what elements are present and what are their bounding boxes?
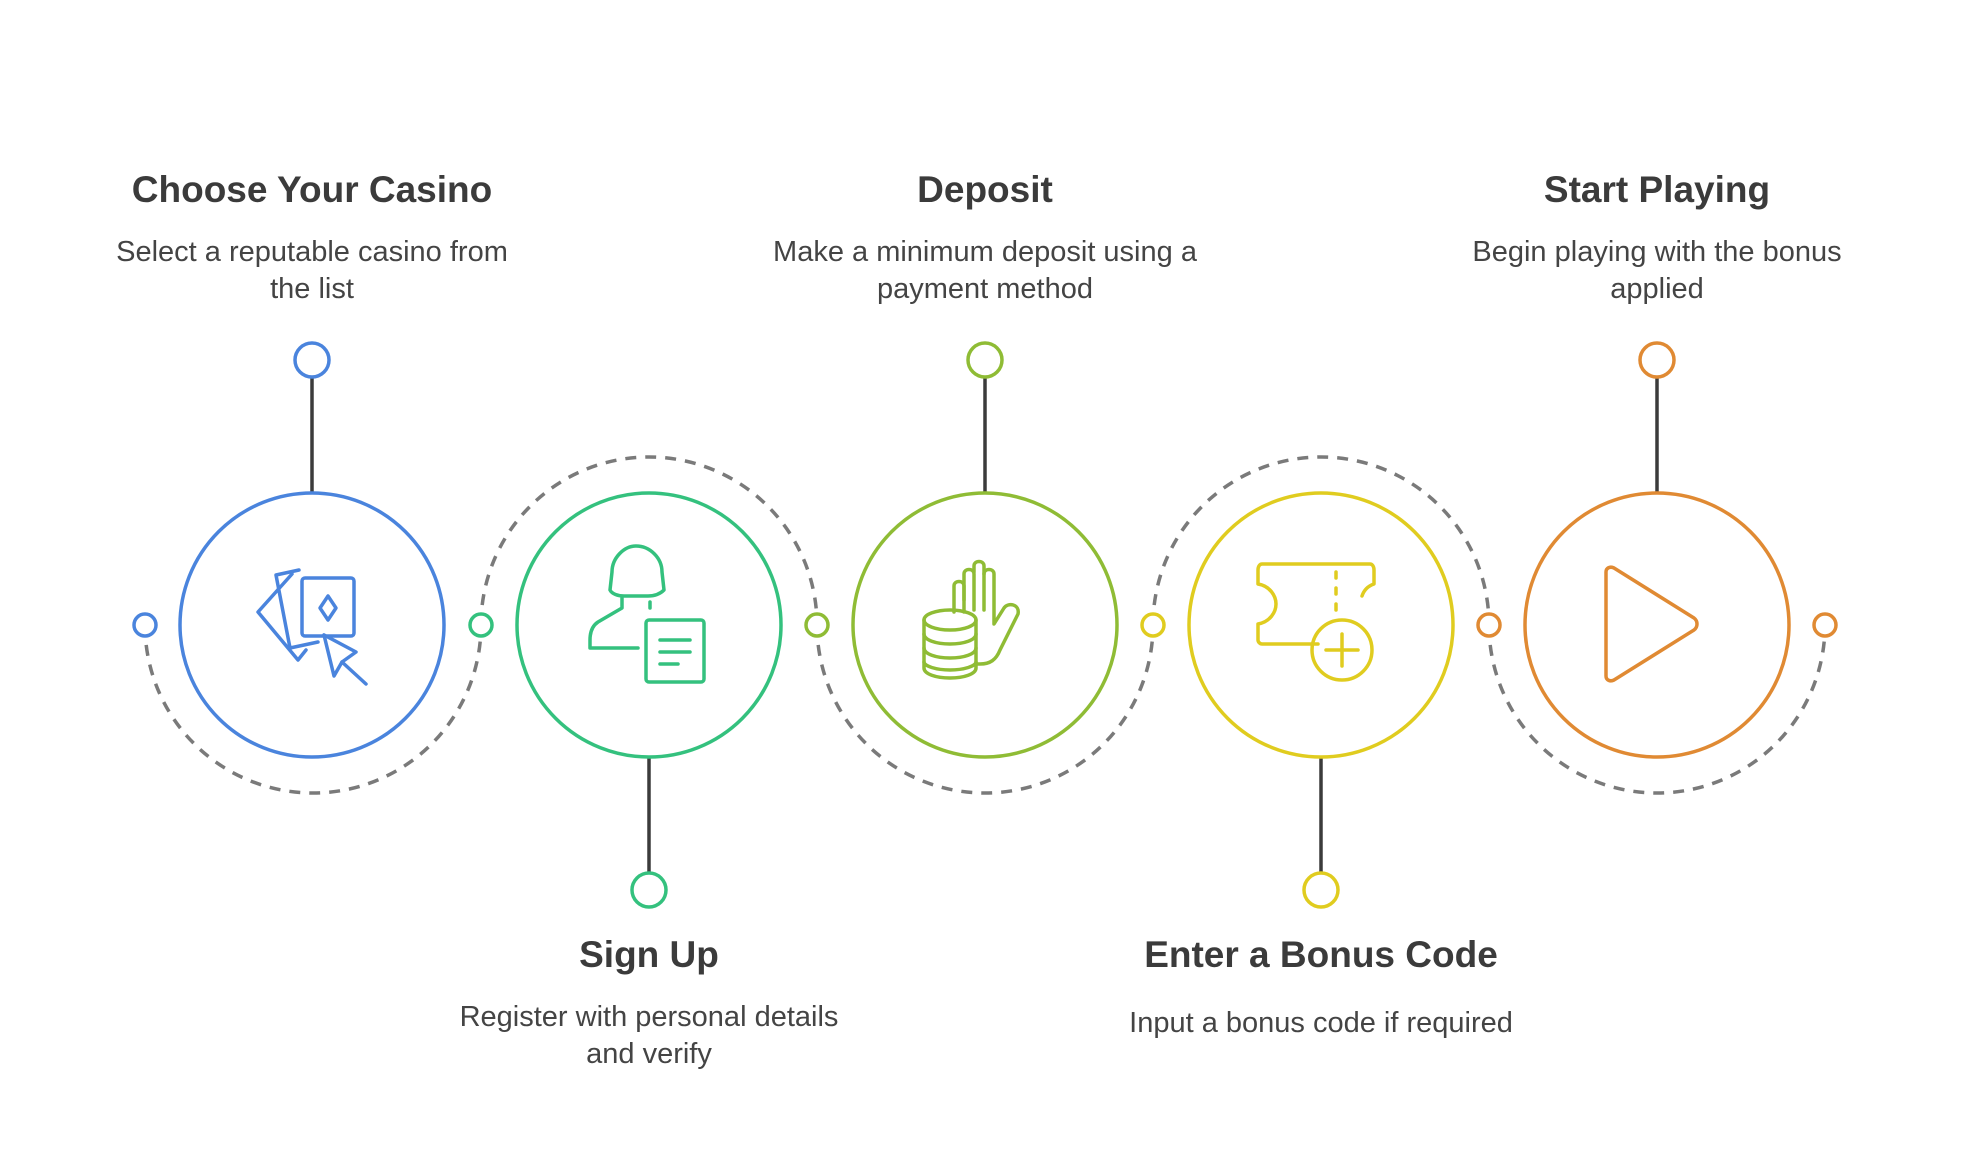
step-circle-5 xyxy=(1523,491,1791,759)
step-title: Deposit xyxy=(917,169,1053,210)
step-description: Begin playing with the bonus applied xyxy=(1472,236,1842,305)
step-circles xyxy=(178,491,1791,759)
dashed-arc-2 xyxy=(479,455,819,626)
connector-end-4 xyxy=(1302,871,1340,909)
connector-end-1 xyxy=(293,341,331,379)
arc-dot-4 xyxy=(1140,612,1166,638)
step-circle-4 xyxy=(1187,491,1455,759)
cards-cursor-icon xyxy=(256,568,368,686)
user-form-icon xyxy=(588,544,706,684)
step-circle-2 xyxy=(515,491,783,759)
arc-dot-1 xyxy=(132,612,158,638)
arc-dot-6 xyxy=(1812,612,1838,638)
step-title: Sign Up xyxy=(579,934,719,975)
step-description: Register with personal details and verif… xyxy=(459,1001,839,1070)
ticket-plus-icon xyxy=(1256,562,1376,682)
step-label-bonus-code: Enter a Bonus Code Input a bonus code if… xyxy=(1071,933,1571,1042)
step-description: Input a bonus code if required xyxy=(1129,1007,1513,1039)
step-label-choose-casino: Choose Your Casino Select a reputable ca… xyxy=(62,168,562,308)
play-icon xyxy=(1604,565,1699,683)
step-title: Start Playing xyxy=(1543,169,1771,210)
arc-dot-2 xyxy=(468,612,494,638)
step-label-deposit: Deposit Make a minimum deposit using a p… xyxy=(735,168,1235,308)
dashed-arcs xyxy=(143,455,1827,795)
dashed-arc-1 xyxy=(143,624,483,795)
arc-dot-3 xyxy=(804,612,830,638)
connector-end-5 xyxy=(1638,341,1676,379)
step-title: Enter a Bonus Code xyxy=(1144,934,1498,975)
arc-dot-5 xyxy=(1476,612,1502,638)
arc-dots xyxy=(132,612,1838,638)
dashed-arc-5 xyxy=(1487,624,1827,795)
dashed-arc-3 xyxy=(815,624,1155,795)
step-description: Select a reputable casino from the list xyxy=(116,236,508,305)
coins-hand-icon xyxy=(922,559,1020,680)
step-title: Choose Your Casino xyxy=(131,169,493,210)
step-circle-3 xyxy=(851,491,1119,759)
connector-end-3 xyxy=(966,341,1004,379)
step-label-start-playing: Start Playing Begin playing with the bon… xyxy=(1407,168,1907,308)
connectors xyxy=(310,377,1659,873)
connector-end-2 xyxy=(630,871,668,909)
step-label-sign-up: Sign Up Register with personal details a… xyxy=(399,933,899,1073)
step-circle-1 xyxy=(178,491,446,759)
connector-ends xyxy=(293,341,1676,909)
dashed-arc-4 xyxy=(1151,455,1491,626)
step-description: Make a minimum deposit using a payment m… xyxy=(773,236,1197,305)
